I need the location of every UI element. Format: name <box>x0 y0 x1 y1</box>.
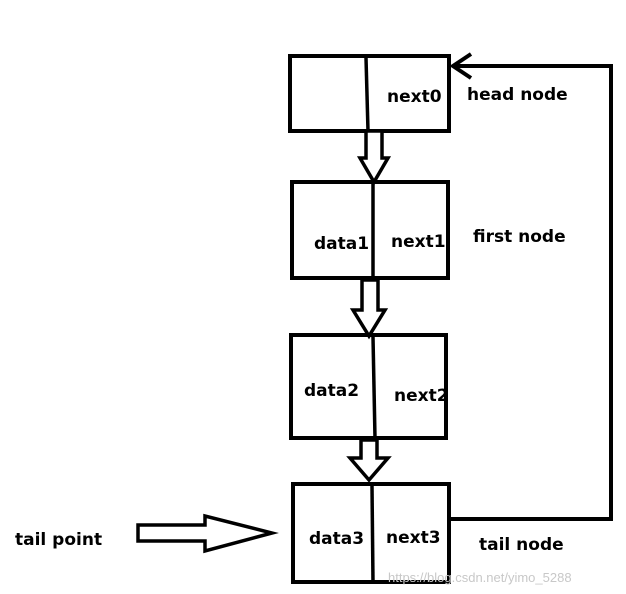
first-node-box <box>290 180 450 280</box>
tail-pointer-arrow <box>136 513 279 554</box>
watermark-text: https://blog.csdn.net/yimo_5288 <box>388 570 572 585</box>
first-node-label: first node <box>473 227 566 247</box>
tail-node: data3 next3 <box>291 482 451 584</box>
first-node-next-label: next1 <box>391 232 446 252</box>
second-node-divider <box>371 336 377 439</box>
head-node-divider <box>364 57 370 132</box>
second-node-data-label: data2 <box>304 381 359 401</box>
second-node: data2 next2 <box>289 333 449 440</box>
first-to-second-arrow <box>349 278 389 340</box>
tail-to-head-arrowhead <box>449 52 473 80</box>
first-node-data-label: data1 <box>314 234 369 254</box>
tail-node-data-label: data3 <box>309 529 364 549</box>
second-to-tail-arrow <box>346 438 392 483</box>
tail-node-label: tail node <box>479 535 564 555</box>
second-node-next-label: next2 <box>394 386 449 406</box>
head-node: next0 <box>288 54 451 133</box>
head-node-next-label: next0 <box>387 87 442 107</box>
head-node-label: head node <box>467 85 568 105</box>
tail-to-head-link <box>449 64 613 521</box>
tail-node-next-label: next3 <box>386 528 441 548</box>
head-to-first-arrow <box>356 129 392 186</box>
first-node: data1 next1 <box>290 180 450 280</box>
tail-pointer-label: tail point <box>15 530 102 550</box>
tail-node-divider <box>370 485 375 583</box>
second-node-box <box>289 333 448 440</box>
tail-node-box <box>291 482 451 584</box>
